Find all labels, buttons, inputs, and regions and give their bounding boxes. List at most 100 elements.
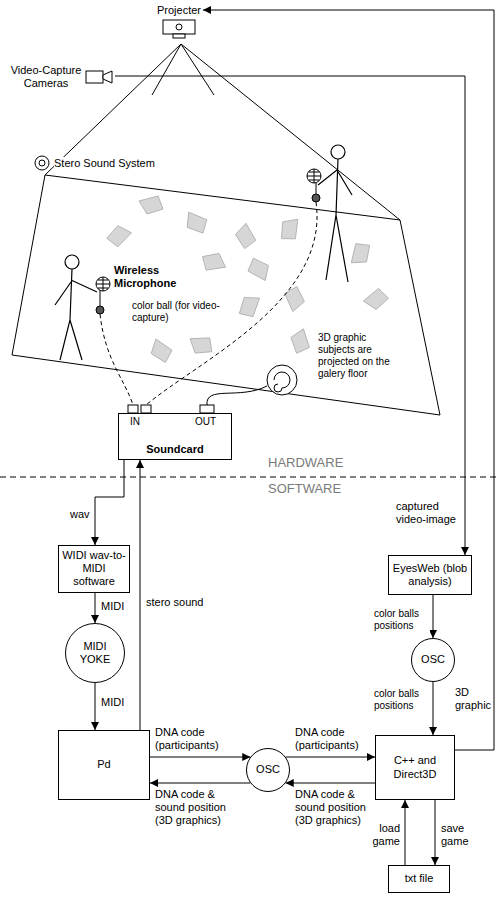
- projected-graphic: [151, 339, 172, 363]
- annotation-label: 3D graphic subjects are projected on the…: [318, 332, 404, 380]
- node-text: C++ and Direct3D: [379, 754, 451, 780]
- flow-arrow: [150, 783, 250, 784]
- wireless-microphone: [312, 194, 320, 202]
- visitor-figure: [55, 255, 97, 360]
- gallery-floor: [12, 175, 440, 415]
- stereo-speaker: [35, 156, 49, 170]
- microphone-signal: [100, 202, 317, 405]
- projection-lines: [45, 44, 181, 175]
- flow-arrow: [95, 593, 96, 623]
- flow-arrow: [95, 460, 124, 545]
- visitor-figure: [65, 255, 79, 269]
- soundcard-ports: [200, 405, 214, 413]
- projection-lines: [181, 44, 400, 220]
- node-text: Soundcard: [146, 443, 203, 456]
- node-text: Video-Capture Cameras: [10, 64, 82, 90]
- floor-speaker: [274, 372, 290, 392]
- edge-label: MIDI: [101, 696, 124, 709]
- wireless-microphone: [100, 290, 101, 306]
- edge-label: stero sound: [146, 596, 203, 609]
- section-divider: [0, 477, 500, 478]
- flow-arrow: [140, 460, 141, 730]
- circle-outline: [247, 749, 290, 792]
- process-box: C++ and Direct3D: [375, 735, 455, 800]
- flow-arrow: [286, 783, 375, 784]
- node-text: MIDI YOKE: [76, 640, 113, 666]
- flow-arrow: [115, 76, 465, 555]
- projected-graphic: [282, 219, 298, 239]
- node-text: txt file: [405, 872, 434, 885]
- projection-lines: [181, 44, 214, 95]
- wireless-microphone: [96, 277, 110, 314]
- projector-icon: [157, 17, 201, 43]
- wireless-microphone: [307, 169, 321, 202]
- projector-device: Projecter: [155, 2, 203, 45]
- camera-device: Video-Capture Cameras: [8, 62, 115, 92]
- flow-arrow: [150, 757, 250, 758]
- flow-arrow: [435, 800, 436, 865]
- projected-graphic: [187, 212, 207, 233]
- projected-graphic: [139, 196, 163, 214]
- visitor-figure: [318, 159, 352, 282]
- soundcard-ports: [128, 405, 138, 413]
- projected-graphic: [351, 244, 369, 263]
- process-box: Pd: [58, 730, 150, 800]
- projected-graphic: [291, 329, 310, 353]
- edge-label: DNA code (participants): [155, 726, 240, 752]
- wireless-microphone: [96, 306, 104, 314]
- edge-label: color balls positions: [374, 608, 430, 632]
- annotation-label: color ball (for video-capture): [132, 300, 224, 324]
- visitor-figure: [318, 145, 352, 282]
- flow-arrow: [203, 10, 494, 750]
- node-text: OSC: [421, 653, 445, 666]
- edge-label: DNA code & sound position (3D graphics): [295, 788, 373, 828]
- projected-graphic: [248, 258, 268, 280]
- node-text: Pd: [97, 758, 110, 771]
- protocol-circle: OSC: [246, 748, 290, 792]
- stereo-speaker: [39, 160, 45, 166]
- edge-label: DNA code & sound position (3D graphics): [155, 788, 245, 828]
- soundcard-ports: [141, 405, 151, 413]
- annotation-label: IN: [130, 416, 140, 428]
- camera-icon: [85, 67, 113, 87]
- wireless-microphone: [307, 169, 321, 183]
- microphone-signal: [100, 314, 133, 405]
- edge-label: color balls positions: [374, 688, 430, 712]
- stereo-speaker: [35, 156, 49, 170]
- projection-lines: [152, 44, 181, 95]
- flow-arrow: [433, 595, 434, 638]
- annotation-label: Wireless Microphone: [114, 264, 178, 290]
- flow-arrow: [405, 800, 406, 865]
- annotation-label: Stero Sound System: [54, 157, 155, 170]
- floor-speaker: [267, 365, 297, 395]
- edge-label: captured video-image: [396, 500, 460, 526]
- edge-label: save game: [441, 822, 473, 848]
- projected-graphic: [239, 298, 259, 317]
- flow-arrow: [433, 682, 434, 735]
- annotation-label: HARDWARE: [268, 455, 343, 471]
- file-box: txt file: [388, 865, 450, 893]
- annotation-label: OUT: [195, 416, 216, 428]
- soundcard-ports: [128, 405, 214, 413]
- edge-label: MIDI: [101, 600, 124, 613]
- driver-circle: MIDI YOKE: [65, 623, 125, 683]
- flow-arrow: [95, 683, 96, 730]
- edge-label: wav: [70, 508, 90, 521]
- projected-graphic: [363, 289, 388, 310]
- projected-graphic: [190, 338, 212, 353]
- projection-lines: [45, 44, 400, 220]
- wireless-microphone: [96, 277, 110, 291]
- wireless-microphone: [316, 182, 317, 194]
- flow-arrow: [286, 757, 375, 758]
- node-text: WIDI wav-to-MIDI software: [62, 549, 126, 589]
- edge-label: load game: [368, 822, 400, 848]
- node-text: Projecter: [157, 4, 201, 17]
- process-box: EyesWeb (blob analysis): [388, 555, 472, 595]
- edge-label: DNA code (participants): [295, 726, 371, 752]
- visitor-figure: [55, 269, 97, 360]
- node-text: OSC: [256, 763, 280, 776]
- circle-outline: [66, 624, 125, 683]
- circle-outline: [412, 639, 455, 682]
- wireless-microphone: [96, 277, 110, 291]
